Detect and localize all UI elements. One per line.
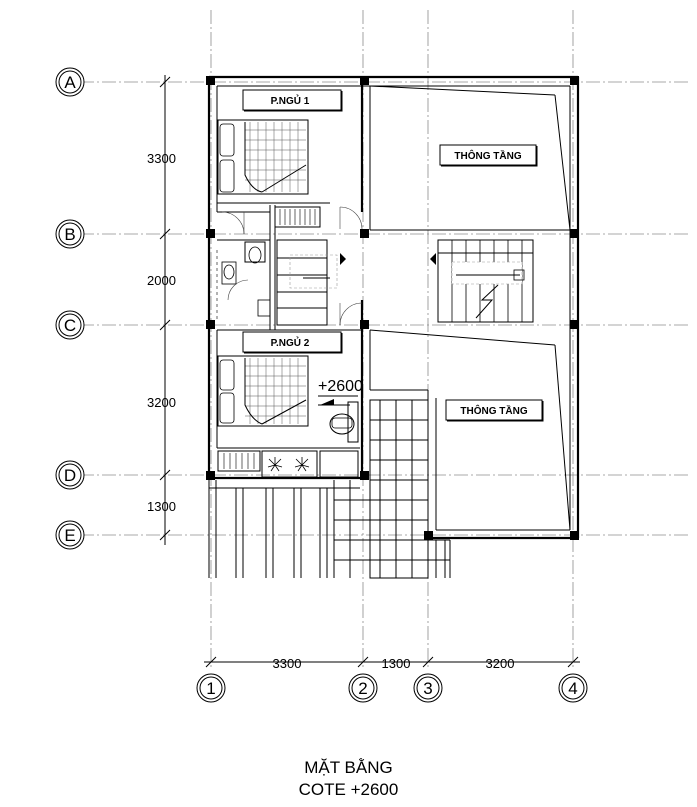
room-label-void-top: THÔNG TẦNG	[439, 144, 538, 167]
main-stair	[333, 399, 451, 579]
toilet-icon	[216, 211, 271, 320]
svg-text:THÔNG TẦNG: THÔNG TẦNG	[460, 404, 527, 417]
bed-2	[217, 355, 309, 427]
dim-bc: 2000	[147, 273, 176, 288]
col-bubble-4: 4	[558, 673, 588, 703]
wardrobe-top	[274, 206, 321, 228]
row-bubble-a: A	[55, 67, 85, 97]
pergola	[208, 480, 360, 578]
svg-text:3: 3	[423, 679, 432, 698]
grid-lines	[80, 10, 690, 670]
svg-text:E: E	[64, 526, 75, 545]
dim-ab: 3300	[147, 151, 176, 166]
drawing-subtitle: COTE +2600	[298, 780, 399, 799]
row-bubble-e: E	[55, 520, 85, 550]
door-swings	[339, 206, 363, 326]
svg-text:THÔNG TẦNG: THÔNG TẦNG	[454, 149, 521, 162]
dim-cd: 3200	[147, 395, 176, 410]
col-bubble-1: 1	[196, 673, 226, 703]
wardrobe-bottom	[217, 450, 359, 478]
row-bubble-c: C	[55, 310, 85, 340]
vertical-dimension-line	[159, 75, 171, 545]
dim-12: 3300	[273, 656, 302, 671]
desk-chair	[329, 401, 359, 443]
svg-text:+2600: +2600	[318, 378, 363, 395]
svg-text:2: 2	[358, 679, 367, 698]
room-label-void-bottom: THÔNG TẦNG	[445, 399, 544, 422]
svg-text:B: B	[64, 225, 75, 244]
drawing-title: MẶT BẰNG	[304, 758, 393, 777]
row-bubble-b: B	[55, 219, 85, 249]
elevation-marker: +2600	[318, 378, 363, 406]
room-label-bedroom1: P.NGỦ 1	[242, 89, 343, 112]
plant-icon	[267, 457, 310, 472]
room-label-bedroom2: P.NGỦ 2	[242, 331, 343, 354]
row-bubble-d: D	[55, 460, 85, 490]
walls	[207, 75, 580, 540]
stair-void	[430, 239, 534, 323]
dim-34: 3200	[486, 656, 515, 671]
svg-text:D: D	[64, 466, 76, 485]
svg-text:P.NGỦ 1: P.NGỦ 1	[271, 94, 310, 107]
svg-text:P.NGỦ 2: P.NGỦ 2	[271, 336, 310, 349]
col-bubble-2: 2	[348, 673, 378, 703]
svg-text:C: C	[64, 316, 76, 335]
void-outlines	[369, 85, 571, 531]
svg-text:4: 4	[568, 679, 577, 698]
dim-de: 1300	[147, 499, 176, 514]
bed-1	[217, 119, 309, 195]
stair-landing	[276, 239, 346, 326]
horizontal-dimension-line	[204, 656, 580, 668]
col-bubble-3: 3	[413, 673, 443, 703]
svg-text:A: A	[64, 73, 76, 92]
svg-text:1: 1	[206, 679, 215, 698]
dim-23: 1300	[382, 656, 411, 671]
